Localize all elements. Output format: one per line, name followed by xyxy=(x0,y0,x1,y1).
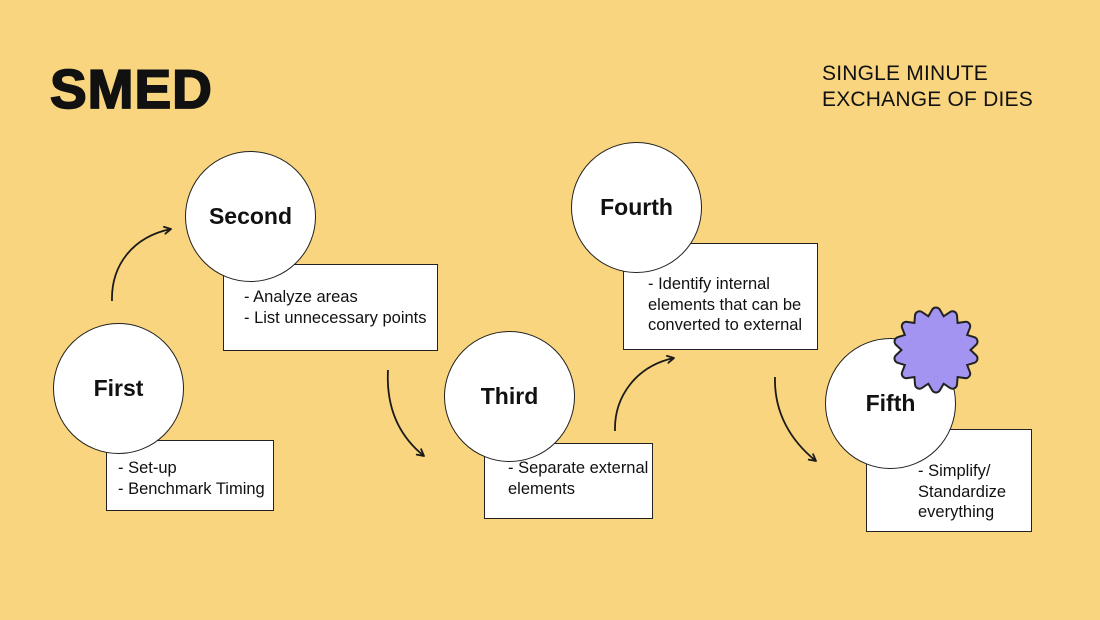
arrow-first-to-second xyxy=(111,225,172,302)
step-circle-second: Second xyxy=(185,151,316,282)
note-line: - Identify internal xyxy=(648,275,770,293)
note-line: elements xyxy=(508,479,575,498)
arrow-fourth-to-fifth xyxy=(774,376,817,462)
step-circle-first: First xyxy=(53,323,184,454)
note-line: - Separate external xyxy=(508,459,649,477)
step-label: First xyxy=(93,375,144,401)
step-circle-fourth: Fourth xyxy=(571,142,702,273)
step-label: Fourth xyxy=(600,194,673,220)
note-third: - Separate external elements xyxy=(484,443,653,519)
note-line: converted to external xyxy=(648,316,803,334)
subtitle-line: SINGLE MINUTE xyxy=(822,62,988,85)
note-first: - Set-up - Benchmark Timing xyxy=(106,440,274,511)
note-line: - Set-up xyxy=(118,459,177,477)
note-line: - List unnecessary points xyxy=(244,308,427,327)
subtitle-line: EXCHANGE OF DIES xyxy=(822,88,1033,111)
note-line: everything xyxy=(918,503,995,521)
arrow-second-to-third xyxy=(386,369,425,457)
note-line: elements that can be xyxy=(648,295,802,314)
page-subtitle: SINGLE MINUTE EXCHANGE OF DIES xyxy=(822,61,1033,113)
arrow-third-to-fourth xyxy=(614,355,675,432)
step-label: Second xyxy=(208,203,293,229)
note-line: - Analyze areas xyxy=(244,288,358,306)
gear-starburst-icon xyxy=(893,306,979,394)
note-line: - Benchmark Timing xyxy=(118,479,265,498)
note-line: Standardize xyxy=(918,482,1007,501)
step-label: Fifth xyxy=(865,390,916,416)
step-label: Third xyxy=(480,383,539,409)
step-circle-third: Third xyxy=(444,331,575,462)
note-line: - Simplify/ xyxy=(918,462,991,480)
page-title: SMED xyxy=(49,58,213,120)
